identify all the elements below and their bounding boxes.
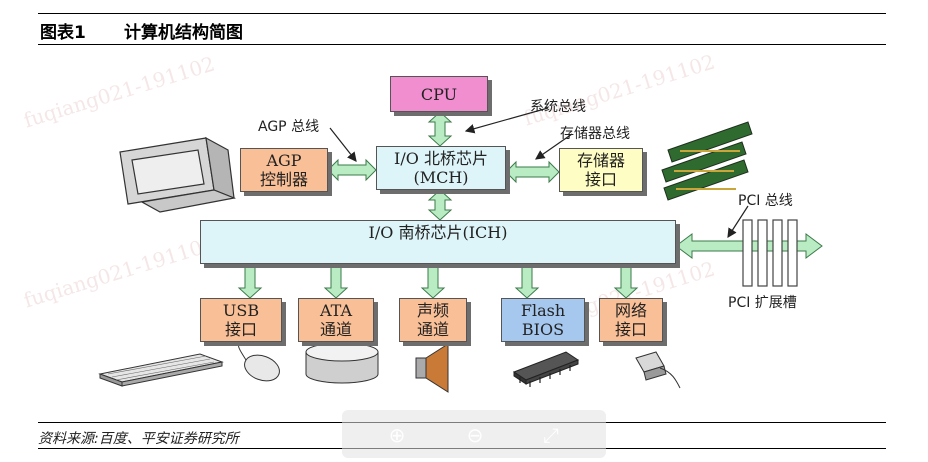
bus-arrow xyxy=(505,160,560,184)
memory-bus-label: 存储器总线 xyxy=(560,126,630,142)
bios-label: BIOS xyxy=(521,320,565,339)
source-note: 资料来源:百度、平安证券研究所 xyxy=(38,431,239,447)
network-plug-icon xyxy=(635,351,681,389)
flash-label: Flash xyxy=(520,301,566,320)
mch-box: I/O 北桥芯片 (MCH) xyxy=(376,146,506,190)
audio-label: 声频 xyxy=(416,301,449,320)
ata-label: ATA xyxy=(319,301,353,320)
agp-controller-label: AGP xyxy=(266,151,302,170)
pci-slot xyxy=(757,219,768,287)
mch-sub-label: (MCH) xyxy=(413,168,469,187)
memory-interface-box: 存储器 接口 xyxy=(559,148,643,192)
network-interface-box: 网络 接口 xyxy=(599,298,663,342)
keyboard-icon xyxy=(98,353,224,387)
mouse-icon xyxy=(237,339,280,382)
audio-box: 声频 通道 xyxy=(399,298,467,342)
audio-sub-label: 通道 xyxy=(416,320,449,339)
cpu-label: CPU xyxy=(420,84,458,104)
monitor-icon xyxy=(119,136,237,213)
usb-box: USB 接口 xyxy=(200,298,282,342)
usb-label: USB xyxy=(222,301,260,320)
memory-interface-sub-label: 接口 xyxy=(584,170,617,189)
figure-title: 计算机结构简图 xyxy=(124,23,243,43)
ata-box: ATA 通道 xyxy=(298,298,374,342)
pci-bus-label: PCI 总线 xyxy=(738,193,793,209)
agp-controller-sub-label: 控制器 xyxy=(259,170,308,189)
network-label: 网络 xyxy=(614,301,647,320)
zoom-in-icon[interactable]: ⊕ xyxy=(388,423,406,447)
header-bottom-rule xyxy=(38,44,886,45)
agp-bus-label: AGP 总线 xyxy=(258,119,320,135)
ich-box: I/O 南桥芯片(ICH) xyxy=(200,220,676,264)
zoom-out-icon[interactable]: ⊖ xyxy=(466,423,484,447)
bus-arrow xyxy=(427,111,453,147)
ich-label: I/O 南桥芯片(ICH) xyxy=(368,223,508,242)
pci-slot xyxy=(772,219,783,287)
system-bus-label: 系统总线 xyxy=(530,99,586,115)
pci-slot xyxy=(787,219,798,287)
cpu-box: CPU xyxy=(390,76,488,112)
ata-sub-label: 通道 xyxy=(319,320,352,339)
figure-number: 图表1 xyxy=(40,23,86,43)
speaker-icon xyxy=(415,343,449,393)
memory-interface-label: 存储器 xyxy=(576,151,625,170)
agp-controller-box: AGP 控制器 xyxy=(240,148,328,192)
flash-bios-box: Flash BIOS xyxy=(501,298,585,342)
bus-arrow xyxy=(427,189,453,221)
pci-slot-label: PCI 扩展槽 xyxy=(728,295,797,311)
disk-drive-icon xyxy=(305,342,379,384)
pci-slot xyxy=(742,219,753,287)
usb-sub-label: 接口 xyxy=(224,320,257,339)
header-top-rule xyxy=(38,13,886,14)
mch-label: I/O 北桥芯片 xyxy=(394,149,488,168)
zoom-toolbar: ⊕ ⊖ ⤢ xyxy=(342,410,606,458)
bus-arrow xyxy=(327,158,377,182)
network-sub-label: 接口 xyxy=(614,320,647,339)
reset-view-icon[interactable]: ⤢ xyxy=(543,423,559,447)
chip-icon xyxy=(512,351,580,385)
